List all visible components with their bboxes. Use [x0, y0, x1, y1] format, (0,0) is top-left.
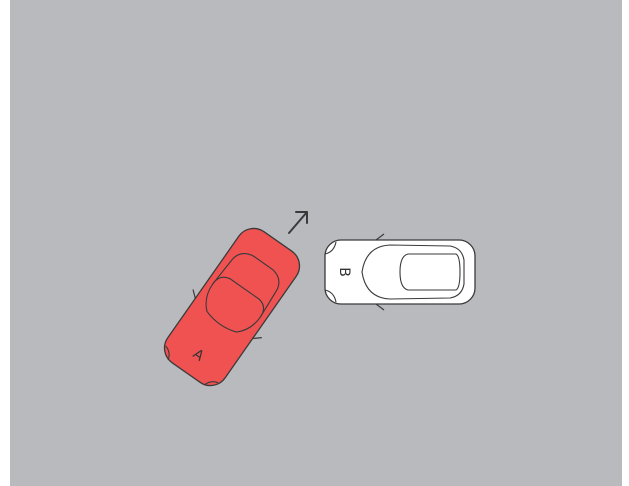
road-surface	[10, 0, 622, 486]
vehicle-b[interactable]: B	[325, 234, 475, 310]
vehicle-b-label: B	[336, 267, 352, 277]
